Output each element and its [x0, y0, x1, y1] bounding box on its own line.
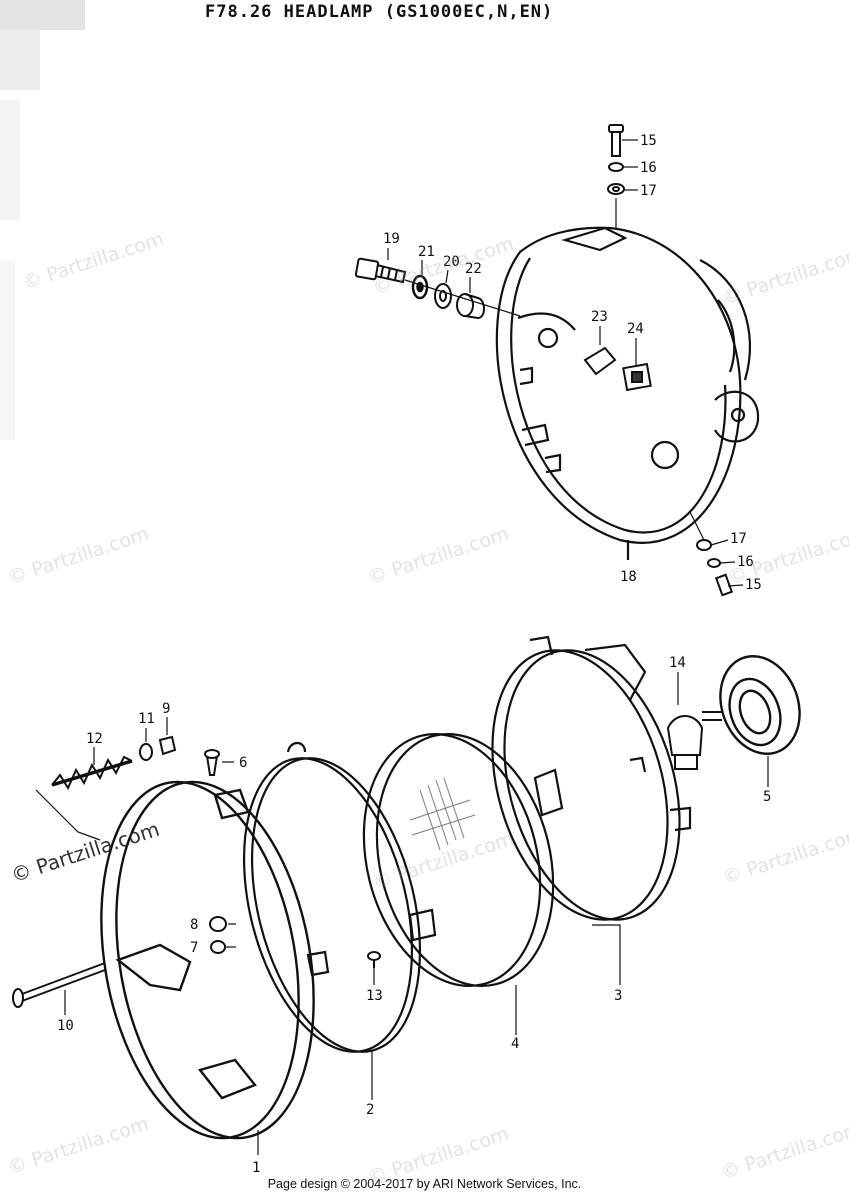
callout-3: 3	[614, 988, 622, 1004]
callout-18: 18	[620, 569, 637, 585]
headlamp-lens-4	[362, 733, 564, 987]
callout-17-bottom: 17	[730, 531, 747, 547]
callout-16-bottom: 16	[737, 554, 754, 570]
page-footer: Page design © 2004-2017 by ARI Network S…	[267, 1177, 582, 1191]
callout-6: 6	[239, 755, 247, 771]
callout-10: 10	[57, 1018, 74, 1034]
callout-labels: 1 2 3 4 5 6 7 8 9 10 11 12 13 14 15 16 1…	[57, 133, 771, 1176]
screw-13	[367, 951, 381, 968]
scan-noise	[0, 0, 85, 440]
callout-9: 9	[162, 701, 170, 717]
callout-ticks	[387, 139, 744, 587]
nut-8	[209, 916, 227, 932]
callout-21: 21	[418, 244, 435, 260]
callout-8: 8	[190, 917, 198, 933]
callout-17-top: 17	[640, 183, 657, 199]
headlamp-bulb-14	[666, 711, 722, 770]
callout-20: 20	[443, 254, 460, 270]
callout-5: 5	[763, 789, 771, 805]
nut-11	[139, 743, 153, 761]
screw-15-top	[608, 124, 624, 157]
callout-2: 2	[366, 1102, 374, 1118]
callout-14: 14	[669, 655, 686, 671]
callout-16-top: 16	[640, 160, 657, 176]
lockwasher-16-top	[608, 162, 624, 172]
headlamp-unit-3	[491, 635, 692, 921]
adjuster-spring-12	[51, 755, 133, 791]
callout-19: 19	[383, 231, 400, 247]
headlamp-rim-1	[100, 780, 315, 1140]
callout-23: 23	[591, 309, 608, 325]
callout-15-top: 15	[640, 133, 657, 149]
washer-7	[210, 940, 226, 954]
callout-1: 1	[252, 1160, 260, 1176]
socket-cover-5	[719, 655, 801, 755]
washer-20	[434, 283, 452, 309]
washer-17-bottom	[696, 539, 712, 551]
collar-22	[456, 293, 485, 320]
mounting-ring-2	[242, 741, 437, 1053]
grommet-23	[583, 346, 617, 376]
headlamp-housing-18	[495, 226, 760, 560]
leader-lines	[35, 672, 769, 1155]
diagram-title: F78.26 HEADLAMP (GS1000EC,N,EN)	[205, 2, 554, 22]
callout-13: 13	[366, 988, 383, 1004]
callout-12: 12	[86, 731, 103, 747]
lockwasher-16-bottom	[707, 558, 721, 568]
callout-22: 22	[465, 261, 482, 277]
grommet-24	[622, 362, 652, 392]
callout-11: 11	[138, 711, 155, 727]
bolt-19	[354, 257, 407, 284]
washer-17-top	[607, 183, 625, 195]
screw-6	[204, 749, 220, 776]
callout-15-bottom: 15	[745, 577, 762, 593]
assembly-leader	[404, 279, 521, 317]
nut-9	[158, 735, 177, 756]
screw-15-bottom	[714, 573, 734, 597]
callout-4: 4	[511, 1036, 519, 1052]
callout-7: 7	[190, 940, 198, 956]
adjusting-screw-10	[12, 962, 106, 1008]
callout-24: 24	[627, 321, 644, 337]
